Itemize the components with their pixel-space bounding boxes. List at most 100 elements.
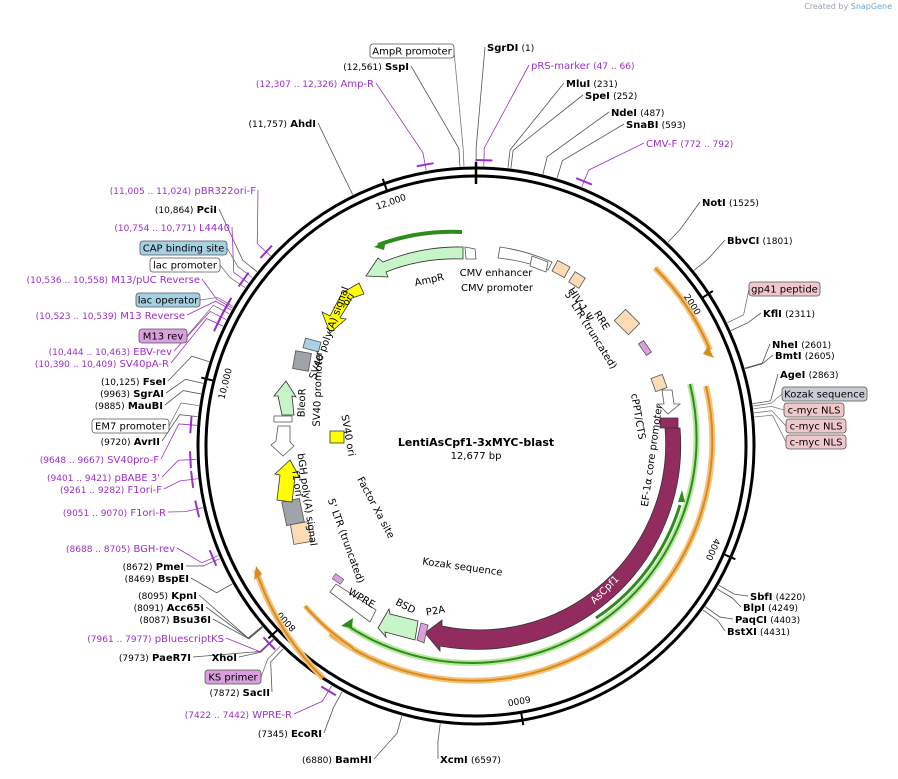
primer-position: (10,523 .. 10,539) (36, 312, 117, 322)
leader-kfli (730, 312, 762, 331)
site-name: BamHI (335, 755, 372, 766)
site-position: (1525) (729, 199, 759, 209)
site-position: (8672) (123, 563, 153, 573)
leader-maubi (164, 390, 201, 406)
primer-sv40pa-r: (10,390 .. 10,409) SV40pA-R (35, 359, 169, 370)
bgh-polya-shape (281, 497, 305, 527)
tick-label-6000: 6000 (507, 693, 532, 707)
primer-mark-cmv-f (575, 177, 593, 186)
feature-label-ampr: AmpR (414, 272, 446, 289)
site-position: (8091) (134, 604, 164, 614)
site-labels: SgrDI (1)MluI (231)SpeI (252)NdeI (487)S… (95, 43, 839, 766)
feature-label-bleor: BleoR (297, 388, 309, 417)
primer-m13-puc-reverse: (10,536 .. 10,558) M13/pUC Reverse (27, 275, 200, 286)
site-name: NdeI (611, 108, 637, 119)
primer-name: pBluescriptKS (155, 634, 224, 645)
site-pmei: (8672) PmeI (123, 562, 184, 573)
feature-label-cmv-promoter: CMV promoter (461, 283, 534, 294)
primer-position: (10,444 .. 10,463) (49, 348, 130, 358)
primer-l4440: (10,754 .. 10,771) L4440 (114, 223, 230, 234)
site-bsu36i: (8087) Bsu36I (140, 615, 211, 626)
primer-position: (9051 .. 9070) (63, 509, 127, 519)
site-spei: SpeI (252) (585, 91, 637, 102)
leader-bmti (745, 354, 774, 370)
site-name: PaeR7I (152, 653, 191, 664)
leader-kpni (198, 594, 263, 639)
site-name: PmeI (156, 562, 184, 573)
site-blpi: BlpI (4249) (743, 603, 798, 614)
site-name: AhdI (290, 119, 316, 130)
site-bbvci: BbvCI (1801) (727, 236, 792, 247)
site-agei: AgeI (2863) (780, 370, 839, 381)
site-name: Acc65I (167, 603, 204, 614)
primer-name: Amp-R (341, 79, 375, 90)
site-kpni: (8095) KpnI (138, 591, 197, 602)
feature-box-label: AmpR promoter (372, 47, 452, 58)
feature-box-gp41-peptide: gp41 peptide (748, 281, 821, 297)
site-position: (2605) (805, 352, 835, 362)
primer-mark-amp-r (416, 162, 434, 168)
leader-nhei (744, 343, 771, 369)
feature-box-bg (204, 669, 262, 685)
primer-mark-f1ori-r (194, 500, 200, 518)
site-name: SgrDI (487, 43, 518, 54)
feature-box-bg (149, 257, 221, 273)
primer-name: F1ori-F (128, 485, 163, 496)
site-position: (231) (593, 80, 617, 90)
site-name: BmtI (775, 351, 802, 362)
feature-box-c-myc-nls: c-myc NLS (783, 402, 845, 418)
primer-position: (9648 .. 9667) (40, 456, 104, 466)
feature-label-cmv-enhancer: CMV enhancer (460, 268, 534, 279)
site-maubi: (9885) MauBI (95, 401, 163, 412)
primer-mark-pbr322ori-f (259, 244, 273, 259)
leader-mlui (507, 82, 565, 168)
ltr-5-shape (551, 259, 571, 279)
leader-blpi (716, 588, 742, 608)
site-position: (2601) (801, 341, 831, 351)
sv40-promoter-arrow (270, 425, 295, 457)
created-by-text: Created by (804, 2, 849, 11)
site-mlui: MluI (231) (566, 79, 618, 90)
feature-box-label: c-myc NLS (790, 422, 843, 433)
leader-box-11 (754, 414, 787, 443)
leader-box-7 (727, 288, 750, 324)
site-position: (4431) (760, 628, 790, 638)
leader-acc65i (205, 606, 263, 639)
primer-bgh-rev: (8688 .. 8705) BGH-rev (66, 544, 175, 555)
primer-position: (47 .. 66) (593, 62, 634, 72)
site-name: BlpI (743, 603, 765, 614)
feature-box-label: KS primer (208, 673, 258, 684)
primer-amp-r: (12,307 .. 12,326) Amp-R (256, 79, 374, 90)
primer-mark-f1ori-f (190, 470, 195, 489)
site-position: (8087) (140, 616, 170, 626)
cppt-shape (650, 373, 668, 393)
primer-position: (772 .. 792) (680, 140, 733, 150)
primer-position: (10,536 .. 10,558) (27, 276, 108, 286)
site-xcmi: XcmI (6597) (440, 755, 501, 766)
site-fsei: (10,125) FseI (101, 377, 166, 388)
primer-mark-pbabe-3 (189, 451, 192, 469)
primer-sv40pro-f: (9648 .. 9667) SV40pro-F (40, 455, 160, 466)
orf-arc-ampr (377, 229, 463, 247)
site-position: (4220) (776, 593, 806, 603)
tick-label-12-000: 12,000 (375, 193, 408, 213)
primer-mark-pbluescriptks (262, 636, 276, 651)
leader-snabi (556, 123, 625, 179)
site-sacii: (7872) SacII (210, 688, 270, 699)
feature-box-bg (781, 386, 868, 402)
plasmid-size: 12,677 bp (451, 451, 502, 462)
primer-wpre-r: (7422 .. 7442) WPRE-R (185, 710, 292, 721)
site-position: (9885) (95, 402, 125, 412)
site-position: (6597) (471, 756, 501, 766)
ampr-arrow (365, 246, 464, 278)
feature-box-bg (91, 418, 170, 434)
site-position: (9720) (101, 438, 131, 448)
primer-name: pRS-marker (531, 61, 591, 72)
orf-arc-orange-1-line (654, 267, 711, 351)
leader-sgrai (165, 378, 204, 394)
site-position: (12,561) (343, 63, 382, 73)
feature-box-label: lac promoter (153, 261, 218, 272)
orf-arc-orange-2-line (329, 385, 714, 682)
tick-mark-10-000 (201, 376, 214, 382)
feature-box-bg (135, 292, 201, 308)
